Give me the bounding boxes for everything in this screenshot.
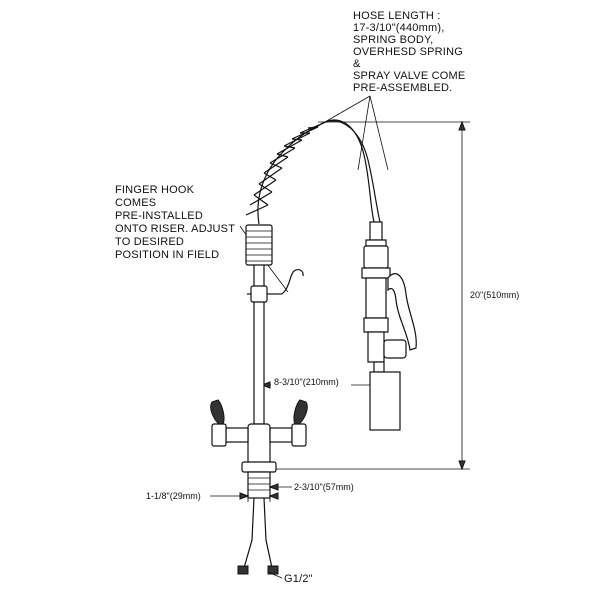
- hook-note-line-5: TO DESIRED: [115, 236, 184, 248]
- hose-note-line-4: OVERHESD SPRING: [353, 46, 463, 58]
- shank-label: 1-1/8"(29mm): [146, 491, 201, 501]
- thread-callout: G1/2": [267, 571, 313, 585]
- hook-note-line-2: COMES: [115, 197, 156, 209]
- shank: [247, 471, 271, 499]
- thread-label: G1/2": [284, 573, 313, 585]
- hose-note-line-6: SPRAY VALVE COME: [353, 70, 465, 82]
- base-width-label: 2-3/10"(57mm): [294, 482, 354, 492]
- hose-note-line-2: 17-3/10"(440mm),: [353, 22, 444, 34]
- hose-note-line-3: SPRING BODY,: [353, 34, 433, 46]
- hook-note-line-3: PRE-INSTALLED: [115, 210, 203, 222]
- riser-tube: [247, 261, 282, 425]
- overhead-spring-coil: [245, 121, 327, 225]
- reach-dimension: 8-3/10"(210mm): [260, 376, 390, 392]
- spray-valve: [361, 221, 407, 431]
- riser-spring: [245, 224, 273, 266]
- right-lever-handle[interactable]: [293, 399, 308, 425]
- hook-note-line-6: POSITION IN FIELD: [115, 249, 219, 261]
- faucet-body: [211, 423, 307, 473]
- hose-note-leaders: [317, 95, 389, 171]
- supply-lines: [237, 497, 279, 575]
- hose-length-note: HOSE LENGTH : 17-3/10"(440mm), SPRING BO…: [353, 10, 465, 94]
- hose-note-line-5: &: [353, 58, 361, 70]
- spray-valve-handle: [387, 273, 417, 351]
- shank-dimension: 1-1/8"(29mm): [146, 490, 279, 502]
- hose-note-line-7: PRE-ASSEMBLED.: [353, 82, 452, 94]
- left-lever-handle[interactable]: [210, 399, 225, 425]
- hose: [317, 119, 375, 223]
- base-width-dimension: 2-3/10"(57mm): [268, 476, 354, 494]
- hook-note-line-1: FINGER HOOK: [115, 184, 195, 196]
- height-label: 20"(510mm): [470, 290, 519, 300]
- hook-note-line-4: ONTO RISER. ADJUST: [115, 223, 235, 235]
- hose-note-line-1: HOSE LENGTH :: [353, 10, 441, 22]
- finger-hook-note: FINGER HOOK COMES PRE-INSTALLED ONTO RIS…: [115, 184, 235, 261]
- reach-label: 8-3/10"(210mm): [274, 377, 339, 387]
- finger-hook: [281, 269, 304, 295]
